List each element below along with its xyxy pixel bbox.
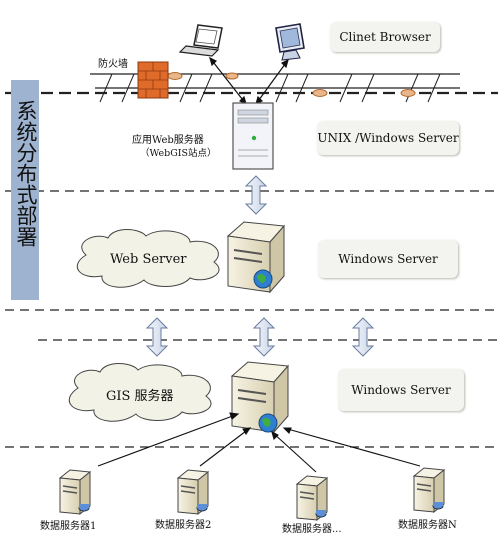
data-server-label-3: 数据服务器... (282, 524, 342, 535)
tier-box-web: Windows Server (318, 240, 458, 278)
data-links (97, 412, 421, 473)
app-web-server-icon (232, 102, 274, 170)
data-server-icon-2 (176, 469, 210, 516)
network-bus (5, 72, 498, 103)
client-links (209, 56, 289, 106)
data-server-icon-3 (295, 475, 329, 522)
sidebar-band (11, 80, 39, 300)
app-server-sublabel: （WebGIS站点） (140, 148, 217, 159)
gis-server-icon (230, 361, 290, 434)
data-server-icon-n (412, 467, 446, 514)
data-server-label-n: 数据服务器N (398, 520, 457, 531)
web-server-icon (226, 221, 286, 294)
gis-server-label: GIS 服务器 (106, 389, 174, 404)
firewall-label: 防火墙 (98, 59, 128, 70)
tier-box-client: Clinet Browser (330, 22, 440, 52)
data-server-icon-1 (58, 469, 92, 516)
laptop-icon (178, 24, 223, 57)
sidebar-title: 系统分布式部署 (14, 100, 38, 247)
firewall-icon (137, 61, 169, 99)
app-server-label: 应用Web服务器 (132, 135, 204, 146)
data-server-label-2: 数据服务器2 (155, 520, 212, 531)
tier-box-gis: Windows Server (338, 369, 464, 411)
double-arrows (145, 175, 375, 357)
web-server-cloud (76, 229, 220, 288)
tier-box-app: UNIX /Windows Server (317, 121, 459, 155)
monitor-icon (275, 23, 305, 61)
web-server-label: Web Server (110, 252, 187, 267)
data-server-label-1: 数据服务器1 (40, 521, 97, 532)
gis-server-cloud (68, 363, 212, 422)
